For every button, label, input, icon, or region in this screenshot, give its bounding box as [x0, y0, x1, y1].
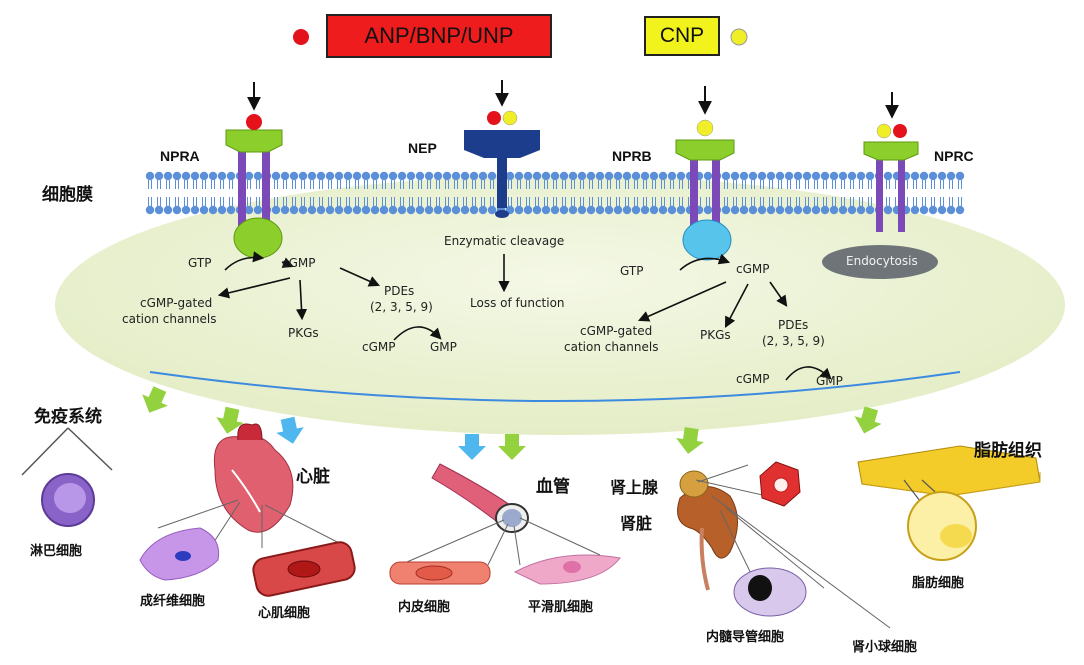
left-cgmp-sub: cGMP	[362, 340, 396, 354]
vessel-label: 血管	[536, 477, 570, 497]
endothelial-label: 内皮细胞	[398, 600, 451, 615]
tissue-arrow-3	[276, 416, 304, 444]
right-cgmp-sub: cGMP	[736, 372, 770, 386]
nprb-receptor	[675, 86, 735, 261]
heart-label: 心脏	[296, 467, 330, 487]
anp-bnp-unp-legend: ANP/BNP/UNP	[326, 14, 552, 58]
tissue-arrows	[142, 386, 882, 460]
membrane-label: 细胞膜	[42, 185, 93, 205]
adipose-tissue-illustration	[857, 445, 1041, 497]
glomerular-label: 肾小球细胞	[852, 640, 918, 655]
tissue-arrow-7	[854, 406, 882, 434]
heart-connectors	[157, 499, 346, 549]
right-pkgs-label: PKGs	[700, 328, 731, 342]
anp-ligand-dot	[293, 29, 309, 45]
cytoplasm-ellipse	[55, 175, 1065, 435]
adrenal-label: 肾上腺	[610, 478, 659, 497]
npra-label: NPRA	[160, 148, 200, 164]
tissue-arrow-4	[458, 434, 486, 460]
left-gtp-label: GTP	[188, 256, 212, 270]
nep-label: NEP	[408, 140, 437, 156]
endocytosis-label: Endocytosis	[846, 254, 918, 268]
left-pkgs-label: PKGs	[288, 326, 319, 340]
lymphocyte-label: 淋巴细胞	[30, 544, 83, 559]
nprc-receptor	[822, 92, 938, 279]
tissue-arrow-1	[142, 386, 168, 413]
cell-divider-line	[149, 371, 961, 402]
right-pdes-line2: (2, 3, 5, 9)	[762, 334, 825, 348]
adipose-label: 脂肪组织	[974, 441, 1042, 461]
cardiomyocyte-cell	[252, 541, 356, 597]
smooth-muscle-label: 平滑肌细胞	[528, 600, 594, 615]
left-cgmp-label: cGMP	[282, 256, 316, 270]
cardiomyocyte-label: 心肌细胞	[258, 606, 311, 621]
left-gmp-label: GMP	[430, 340, 457, 354]
nprb-label: NPRB	[612, 148, 652, 164]
medullary-duct-label: 内髓导管细胞	[706, 630, 785, 645]
adipocyte-cell	[907, 491, 977, 561]
medullary-duct-cell	[733, 567, 807, 617]
right-cgmp-label: cGMP	[736, 262, 770, 276]
right-gtp-label: GTP	[620, 264, 644, 278]
left-pdes-line2: (2, 3, 5, 9)	[370, 300, 433, 314]
npra-receptor	[225, 82, 283, 259]
left-channels-line1: cGMP-gated	[140, 296, 213, 310]
lipid-bilayer	[145, 171, 965, 215]
adipocyte-label: 脂肪细胞	[912, 576, 965, 591]
smooth-muscle-cell	[513, 554, 621, 585]
cnp-ligand-dot	[730, 28, 748, 46]
kidney-label: 肾脏	[620, 514, 653, 533]
heart-illustration	[213, 423, 294, 533]
right-gmp-label: GMP	[816, 374, 843, 388]
left-pdes-line1: PDEs	[384, 284, 415, 298]
right-pathway-arrows	[637, 253, 832, 381]
tissue-arrow-6	[676, 427, 704, 454]
glomerular-icon	[759, 461, 801, 507]
right-channels-line2: cation channels	[564, 340, 659, 354]
anp-bnp-unp-label: ANP/BNP/UNP	[364, 23, 514, 48]
tissue-arrow-2	[216, 406, 244, 434]
nep-enzyme	[464, 80, 540, 218]
nep-cleavage-label: Enzymatic cleavage	[444, 234, 565, 248]
fibroblast-cell	[139, 527, 220, 581]
nep-loss-label: Loss of function	[470, 296, 565, 310]
lymphocyte-cell	[41, 473, 95, 527]
vessel-illustration	[431, 463, 529, 533]
left-pathway-arrows	[217, 251, 442, 341]
cnp-legend: CNP	[644, 16, 720, 56]
nprc-label: NPRC	[934, 148, 974, 164]
cnp-label: CNP	[659, 24, 705, 47]
vessel-connectors	[399, 517, 601, 566]
right-pdes-line1: PDEs	[778, 318, 809, 332]
left-channels-line2: cation channels	[122, 312, 217, 326]
kidney-illustration	[677, 470, 738, 591]
endothelial-cell	[389, 561, 491, 585]
immune-tree	[21, 427, 113, 476]
right-channels-line1: cGMP-gated	[580, 324, 653, 338]
immune-system-label: 免疫系统	[34, 407, 102, 427]
tissue-arrow-5	[498, 434, 526, 460]
fibroblast-label: 成纤维细胞	[140, 594, 206, 609]
